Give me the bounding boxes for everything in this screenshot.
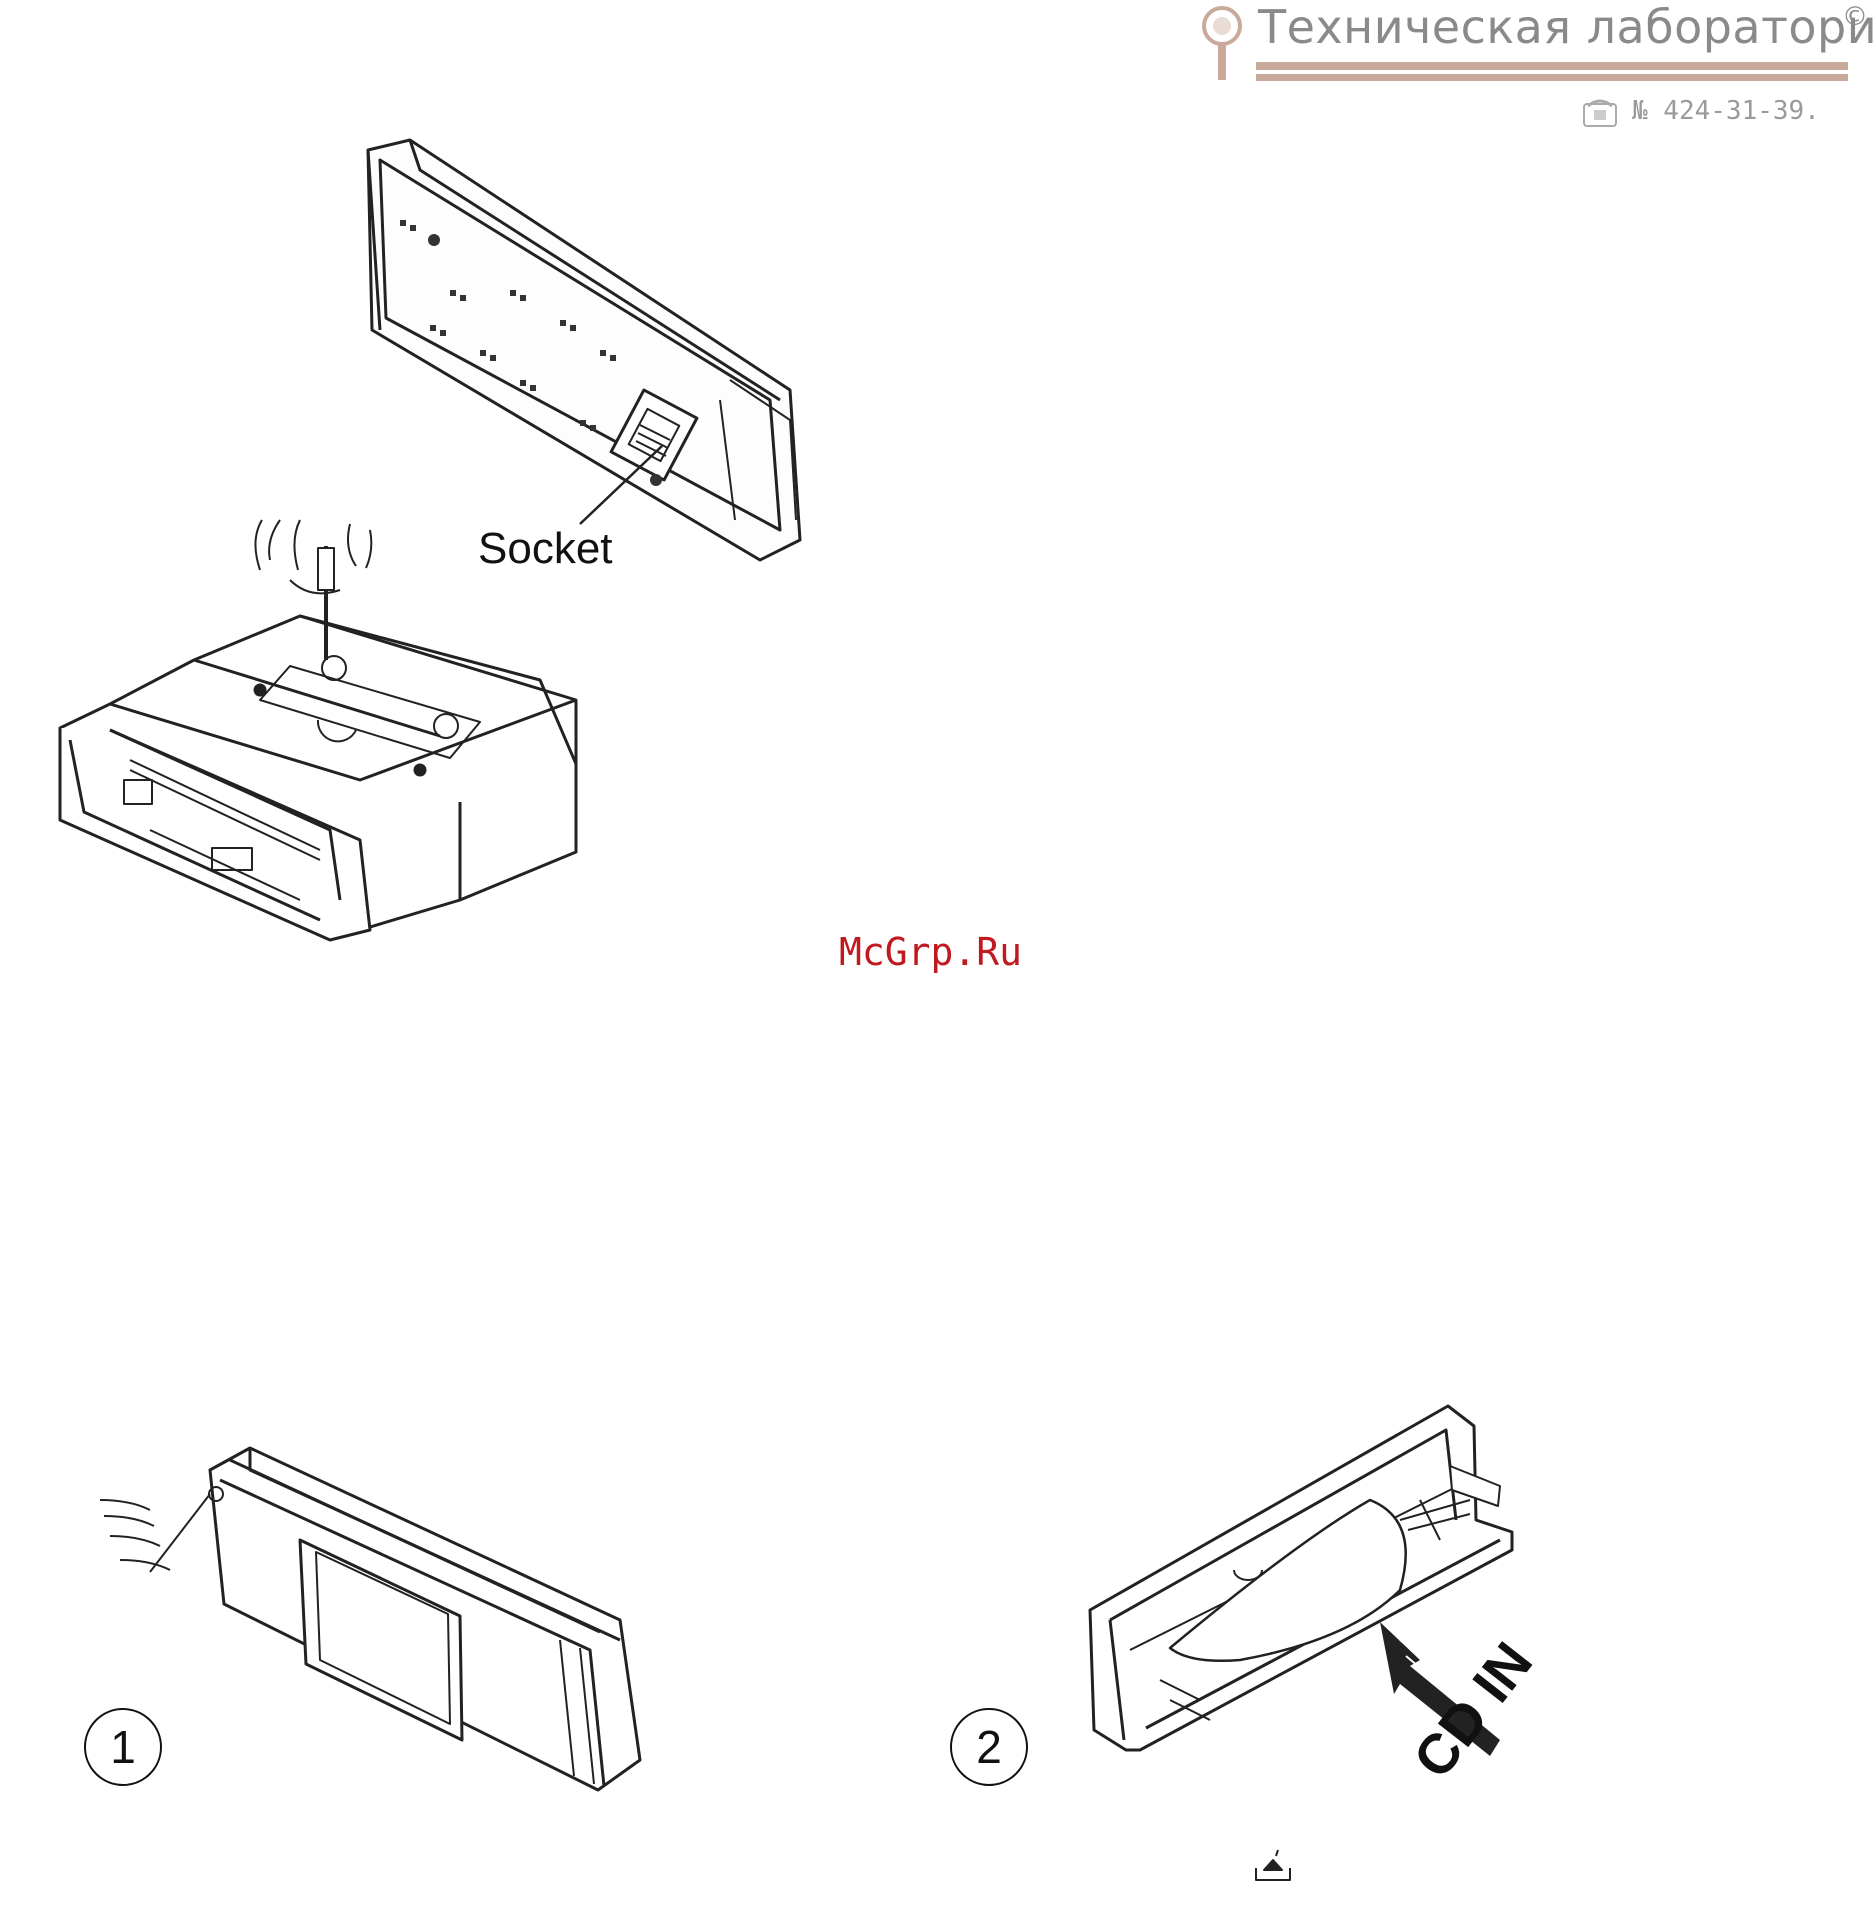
step-1-marker: 1 bbox=[84, 1708, 162, 1786]
eject-icon bbox=[1256, 1850, 1290, 1880]
chassis-illustration bbox=[60, 520, 576, 940]
socket-label: Socket bbox=[478, 524, 613, 574]
step-2-marker: 2 bbox=[950, 1708, 1028, 1786]
faceplate-back-illustration bbox=[368, 140, 800, 560]
faceplate-front-illustration bbox=[100, 1448, 640, 1790]
site-watermark: McGrp.Ru bbox=[839, 930, 1022, 974]
